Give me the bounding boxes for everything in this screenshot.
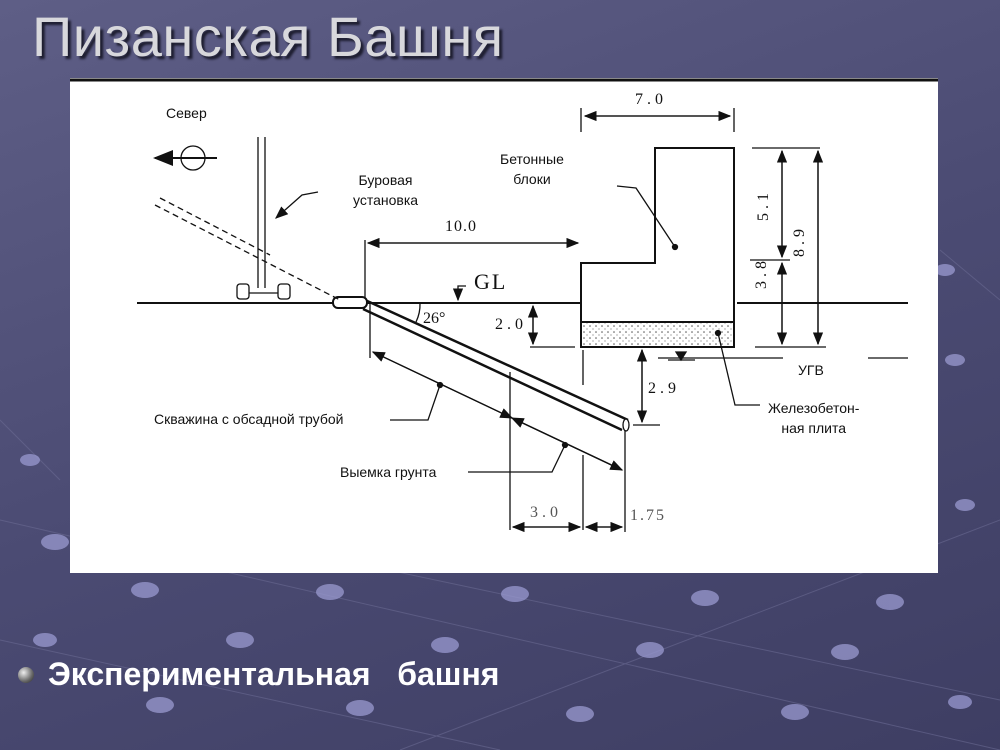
excavation-label: Выемка грунта: [340, 464, 437, 480]
dim-7-0: 7.0: [635, 91, 667, 108]
dim-10-0: 10.0: [445, 218, 477, 235]
rig-label: Буровая установка: [353, 172, 419, 208]
slide-title: Пизанская Башня: [32, 5, 504, 68]
gl-label: GL: [474, 269, 508, 294]
dim-2-9: 2.9: [648, 380, 680, 397]
concrete-blocks: [580, 147, 735, 348]
slab-label: Железобетон- ная плита: [768, 400, 860, 436]
diagram-drawing: [70, 78, 938, 533]
blocks-label: Бетонные блоки: [500, 151, 564, 187]
dim-2-0: 2.0: [495, 316, 527, 333]
dim-8-9: 8.9: [791, 225, 808, 257]
tower-diagram: Север Буровая установка Бетонные блоки Ж…: [70, 78, 938, 573]
casing-pipe: [362, 298, 629, 432]
bullet-icon: [18, 666, 34, 683]
bullet-text: Экспериментальная башня: [48, 656, 500, 692]
north-label: Север: [166, 105, 207, 121]
drilling-rig: [154, 137, 341, 301]
dim-3-8: 3.8: [753, 257, 770, 289]
dim-5-1: 5.1: [755, 189, 772, 221]
dim-1-75: 1.75: [630, 507, 666, 524]
concrete-slab: [580, 321, 735, 348]
angle-label: 26°: [423, 310, 446, 327]
groundwater-label: УГВ: [798, 362, 824, 378]
dim-3-0: 3.0: [530, 504, 562, 521]
borehole-label: Скважина с обсадной трубой: [154, 411, 344, 427]
bullet-item: Экспериментальная башня: [18, 656, 499, 693]
